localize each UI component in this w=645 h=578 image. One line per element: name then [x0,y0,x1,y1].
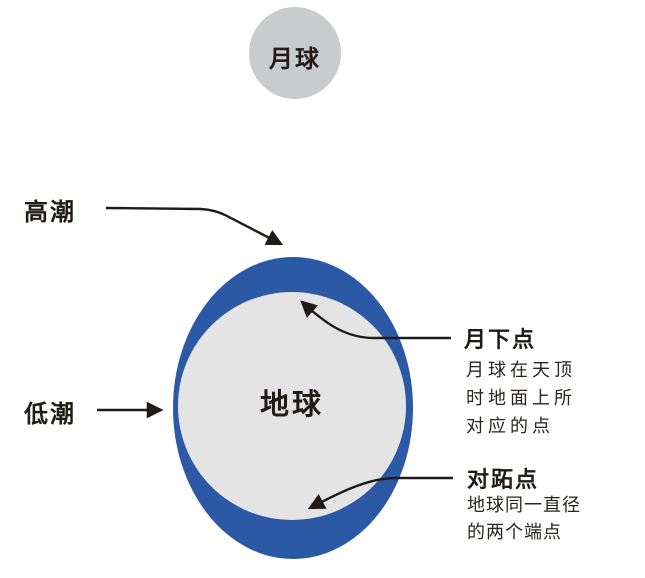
antipodal-point-title: 对跖点 [467,468,540,493]
moon-circle [249,7,341,99]
moon-label: 月球 [269,45,321,73]
sublunar-desc-line-3: 对应的点 [466,416,554,437]
sublunar-point-title: 月下点 [464,328,537,353]
antipodal-point-description: 地球同一直径 的两个端点 [467,492,581,546]
antipodal-point-arrow [307,476,453,510]
high-tide-arrow [105,206,284,246]
sublunar-desc-line-2: 时地面上所 [466,388,576,409]
antipodal-desc-line-2: 的两个端点 [467,522,562,543]
high-tide-label: 高潮 [24,198,76,226]
earth-circle [178,292,406,520]
low-tide-label: 低潮 [24,400,76,428]
sublunar-point-description: 月球在天顶 时地面上所 对应的点 [466,357,576,441]
sublunar-desc-line-1: 月球在天顶 [466,360,576,381]
antipodal-desc-line-1: 地球同一直径 [467,495,581,516]
sublunar-point-arrow [300,300,451,340]
earth-label: 地球 [259,387,324,421]
